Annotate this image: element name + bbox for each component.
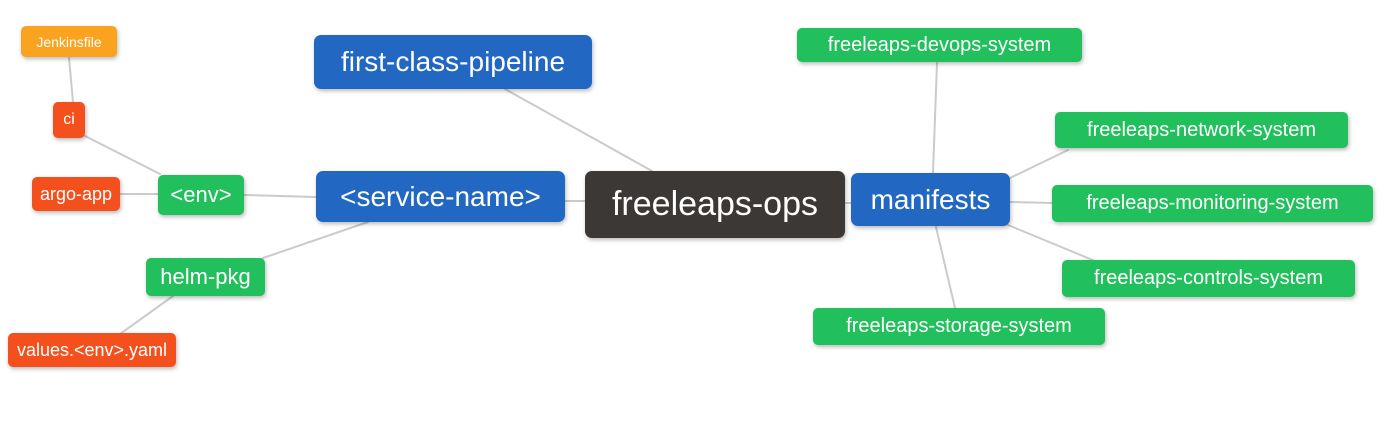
node-values-env-yaml[interactable]: values.<env>.yaml (8, 333, 176, 367)
edge-manifests-to-freeleaps-devops-system (932, 62, 938, 174)
node-argo-app[interactable]: argo-app (32, 177, 120, 211)
node-freeleaps-controls-system[interactable]: freeleaps-controls-system (1062, 260, 1355, 297)
node-helm-pkg[interactable]: helm-pkg (146, 258, 265, 296)
node-freeleaps-ops[interactable]: freeleaps-ops (585, 171, 845, 238)
node-first-class-pipeline[interactable]: first-class-pipeline (314, 35, 592, 89)
edge-env-to-service-name (243, 194, 317, 198)
node-freeleaps-devops-system[interactable]: freeleaps-devops-system (797, 28, 1082, 62)
edge-manifests-to-freeleaps-controls-system (1007, 224, 1096, 262)
edge-jenkinsfile-to-ci (68, 57, 74, 103)
edge-manifests-to-freeleaps-storage-system (935, 226, 956, 309)
node-freeleaps-monitoring-system[interactable]: freeleaps-monitoring-system (1052, 185, 1373, 222)
node-manifests[interactable]: manifests (851, 173, 1010, 226)
node-freeleaps-network-system[interactable]: freeleaps-network-system (1055, 112, 1348, 148)
edge-helm-pkg-to-values-env-yaml (119, 295, 174, 335)
edge-service-name-to-helm-pkg (262, 221, 369, 259)
node-service-name[interactable]: <service-name> (316, 171, 565, 222)
edge-first-class-pipeline-to-freeleaps-ops (504, 88, 653, 172)
node-jenkinsfile[interactable]: Jenkinsfile (21, 26, 117, 57)
node-ci[interactable]: ci (53, 102, 85, 138)
edge-manifests-to-freeleaps-monitoring-system (1009, 201, 1053, 204)
edge-manifests-to-freeleaps-network-system (1009, 149, 1069, 179)
edge-ci-to-env (84, 135, 161, 175)
node-freeleaps-storage-system[interactable]: freeleaps-storage-system (813, 308, 1105, 345)
node-env[interactable]: <env> (158, 175, 244, 215)
